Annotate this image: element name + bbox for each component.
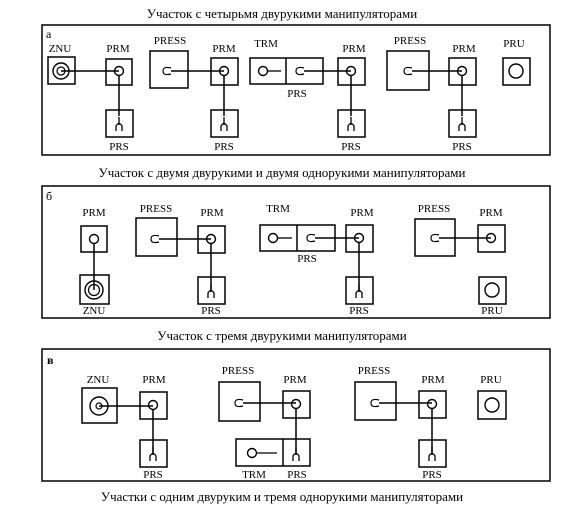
trm-label: TRM: [242, 469, 266, 481]
prm-joint-icon: [88, 233, 100, 245]
prm-label: PRM: [342, 43, 365, 55]
prm-label: PRM: [106, 43, 129, 55]
pru-station: [478, 276, 507, 305]
znu-label: ZNU: [83, 305, 106, 317]
hook-icon: [234, 398, 244, 408]
press-station: [218, 381, 261, 422]
prs-label: PRS: [422, 469, 442, 481]
panel-c: в ZNU PRM PRS PRESS PRM TRM PRS PRESS: [41, 348, 551, 482]
prs-station: [105, 109, 134, 138]
prs-station: [448, 109, 477, 138]
prs-label: PRS: [214, 141, 234, 153]
gripper-icon: [347, 116, 355, 132]
prm-joint-icon: [426, 398, 438, 410]
znu-label: ZNU: [87, 374, 110, 386]
prm-label: PRM: [200, 207, 223, 219]
gripper-icon: [355, 283, 363, 299]
hook-icon: [430, 233, 440, 243]
panel-c-frame: [41, 348, 551, 482]
prs-label: PRS: [287, 88, 307, 100]
gripper-icon: [220, 116, 228, 132]
prm-label: PRM: [142, 374, 165, 386]
press-label: PRESS: [394, 35, 426, 47]
press-label: PRESS: [418, 203, 450, 215]
panel-a: а ZNU PRM PRS PRESS PRM PRS TRM: [41, 24, 551, 156]
prm-label: PRM: [82, 207, 105, 219]
prm-label: PRM: [283, 374, 306, 386]
prm-label: PRM: [479, 207, 502, 219]
pru-disc-icon: [508, 63, 524, 79]
caption-a: Участок с четырьмя двурукими манипулятор…: [147, 6, 418, 21]
znu-disc-inner-icon: [87, 283, 101, 297]
caption-c: Участок с тремя двурукими манипуляторами: [157, 328, 406, 343]
prs-label: PRS: [349, 305, 369, 317]
panel-c-letter: в: [47, 353, 54, 367]
prs-label: PRS: [143, 469, 163, 481]
prs-label: PRS: [452, 141, 472, 153]
trm-label: TRM: [266, 203, 290, 215]
pru-label: PRU: [503, 38, 524, 50]
press-station: [149, 50, 189, 89]
trm-icon: [257, 65, 269, 77]
panel-a-letter: а: [46, 27, 52, 41]
prs-label: PRS: [201, 305, 221, 317]
panel-b-letter: б: [46, 189, 52, 203]
prs-station: [337, 109, 366, 138]
hook-icon: [403, 66, 413, 76]
panel-b-frame: [41, 185, 551, 319]
prs-label: PRS: [297, 253, 317, 265]
znu-station: [79, 274, 110, 305]
hook-icon: [370, 398, 380, 408]
press-label: PRESS: [358, 365, 390, 377]
gripper-icon: [115, 116, 123, 132]
press-label: PRESS: [154, 35, 186, 47]
press-label: PRESS: [140, 203, 172, 215]
press-station: [354, 381, 397, 421]
pru-station: [502, 57, 531, 86]
hook-icon: [306, 233, 316, 243]
prs-station: [139, 439, 168, 468]
pru-station: [477, 390, 507, 420]
gripper-icon: [428, 446, 436, 462]
pru-disc-icon: [484, 282, 500, 298]
prs-label: PRS: [287, 469, 307, 481]
pru-label: PRU: [481, 305, 502, 317]
pru-disc-icon: [484, 397, 500, 413]
trm-label: TRM: [254, 38, 278, 50]
hook-icon: [150, 234, 160, 244]
gripper-icon: [207, 283, 215, 299]
gripper-icon: [292, 446, 300, 462]
prs-station: [418, 439, 447, 468]
prm-label: PRM: [452, 43, 475, 55]
trm-icon: [246, 447, 258, 459]
gripper-icon: [149, 446, 157, 462]
caption-b: Участок с двумя двурукими и двумя однору…: [99, 165, 466, 180]
press-label: PRESS: [222, 365, 254, 377]
prm-label: PRM: [212, 43, 235, 55]
trm-icon: [267, 232, 279, 244]
press-station: [135, 217, 178, 257]
znu-label: ZNU: [49, 43, 72, 55]
prs-station: [197, 276, 226, 305]
prm-joint-icon: [147, 399, 159, 411]
caption-d: Участки с одним двуруким и тремя однорук…: [101, 489, 463, 504]
znu-disc-icon: [84, 280, 104, 300]
prs-label: PRS: [341, 141, 361, 153]
prm-label: PRM: [350, 207, 373, 219]
prs-station: [345, 276, 374, 305]
hook-icon: [295, 66, 305, 76]
prm-label: PRM: [421, 374, 444, 386]
panel-a-frame: [41, 24, 551, 156]
hook-icon: [162, 66, 172, 76]
trm-prs-station: [235, 438, 311, 467]
gripper-icon: [458, 116, 466, 132]
prm-joint-icon: [485, 232, 497, 244]
prm-station: [477, 224, 506, 253]
prs-station: [210, 109, 239, 138]
prs-label: PRS: [109, 141, 129, 153]
pru-label: PRU: [480, 374, 501, 386]
panel-b: б PRM ZNU PRESS PRM PRS TRM PRS PRM: [41, 185, 551, 319]
prm-joint-icon: [290, 398, 302, 410]
